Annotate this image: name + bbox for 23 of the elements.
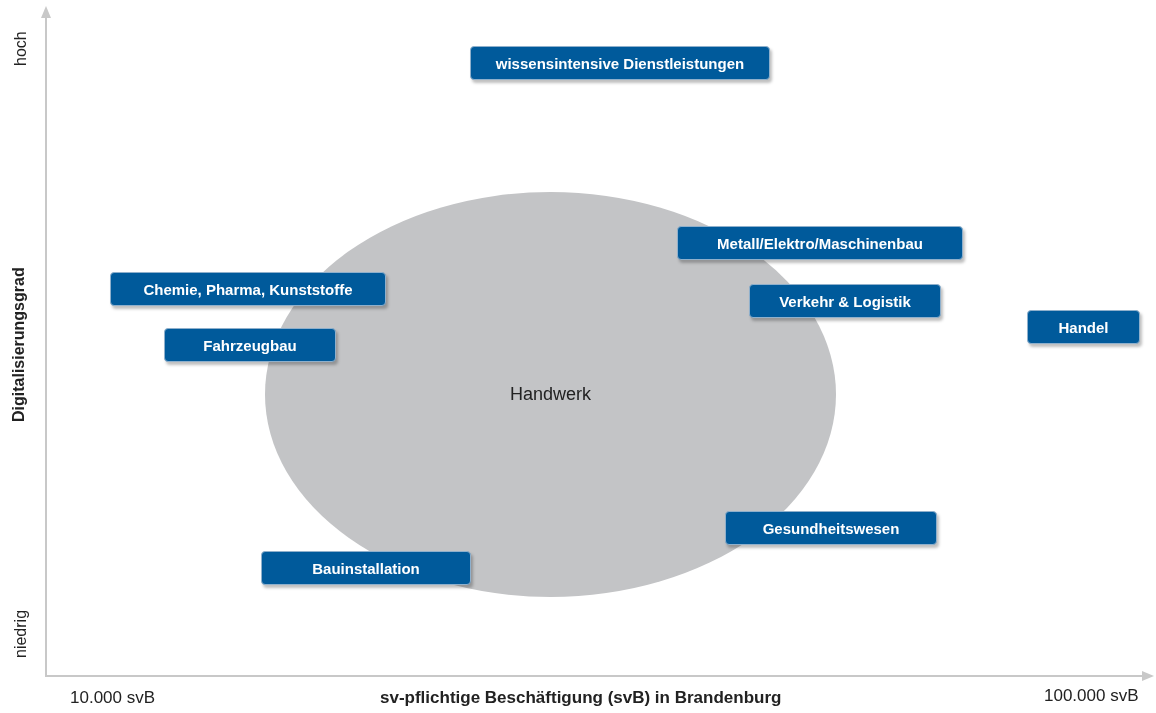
sector-label: Bauinstallation (312, 559, 420, 577)
sector-box (1027, 310, 1140, 344)
x-axis-title: sv-pflichtige Beschäftigung (svB) in Brandenburg (380, 688, 782, 708)
sector-label: Fahrzeugbau (203, 336, 297, 354)
sector-box (470, 46, 770, 80)
sector-label: Verkehr & Logistik (779, 292, 911, 310)
sector-label: Gesundheitswesen (762, 519, 900, 537)
sector-label: wissensintensive Dienstleistungen (495, 54, 745, 72)
cluster-label: Handwerk (509, 384, 591, 405)
sector-box (677, 226, 963, 260)
axis-high-label: hoch (12, 31, 30, 66)
sector-box (164, 328, 336, 362)
sector-box (110, 272, 386, 306)
x-axis-max-label: 100.000 svB (1044, 686, 1139, 706)
sector-box (725, 511, 937, 545)
sector-label: Handel (1058, 318, 1109, 336)
x-axis-min-label: 10.000 svB (70, 688, 156, 708)
sector-box (261, 551, 471, 585)
sector-label: Chemie, Pharma, Kunststoffe (143, 280, 353, 298)
sector-label: Metall/Elektro/Maschinenbau (717, 234, 923, 252)
y-axis-title: Digitalisierungsgrad (10, 267, 28, 422)
axis-low-label: niedrig (12, 609, 30, 658)
sector-box (749, 284, 941, 318)
